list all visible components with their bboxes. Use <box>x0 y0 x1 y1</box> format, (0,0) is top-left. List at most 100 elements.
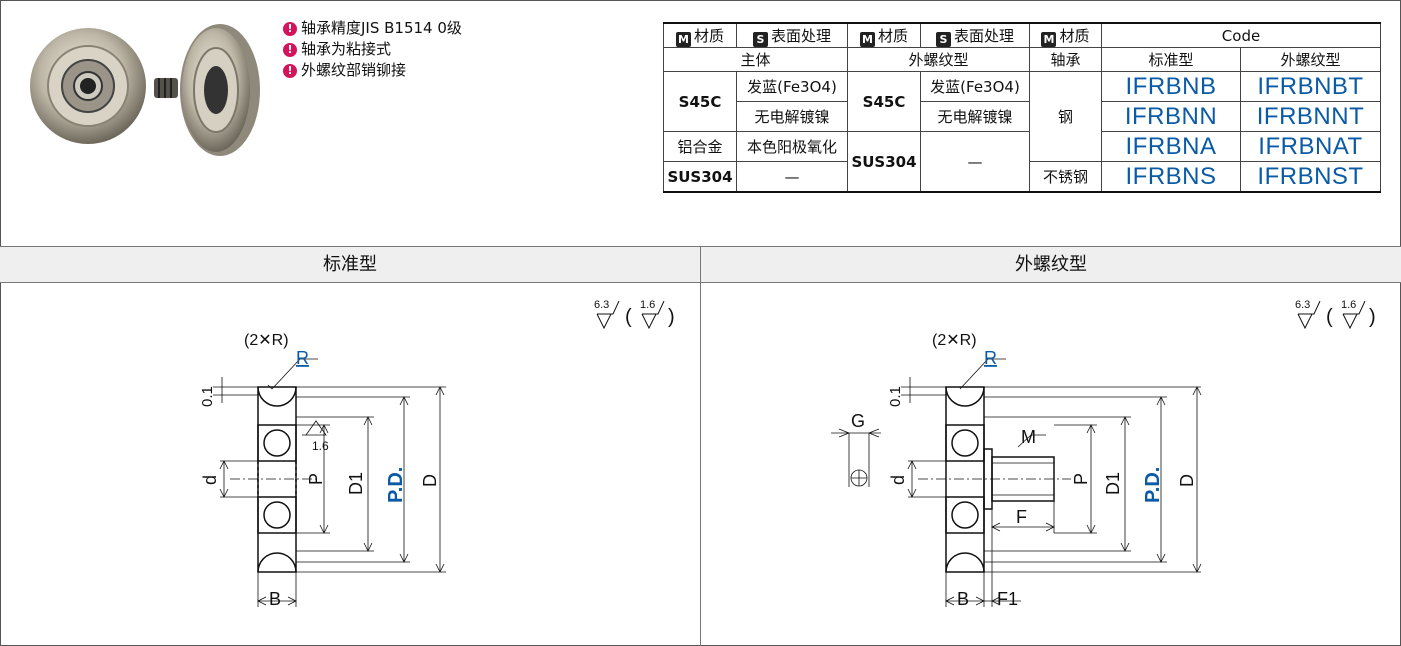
pulley-section <box>945 386 1055 573</box>
table-row: 无电解镀镍 无电解镀镍 IFRBNN IFRBNNT <box>664 101 1381 132</box>
thread-treatment: 发蓝(Fe3O4) <box>920 71 1030 102</box>
f1-label: F1 <box>997 589 1018 609</box>
extension-lines <box>901 386 1201 607</box>
col-code: Code <box>1101 22 1381 48</box>
m-label: M <box>1021 427 1036 447</box>
roughness-label: 1.6 <box>312 439 329 453</box>
p-label: P <box>306 473 326 485</box>
thread-material: S45C <box>847 71 921 132</box>
D-label: D <box>1177 474 1197 487</box>
standard-type-drawing: 6.3 ( 1.6 ) (2✕R) R 1.6 0. <box>199 299 675 609</box>
code-cell[interactable]: IFRBNAT <box>1240 131 1381 162</box>
p-label: P <box>1071 473 1091 485</box>
thread-treatment: 无电解镀镍 <box>920 101 1030 132</box>
d-label: d <box>888 475 908 485</box>
svg-text:6.3: 6.3 <box>1295 299 1310 311</box>
body-material: SUS304 <box>663 161 737 193</box>
body-material: S45C <box>663 71 737 132</box>
feature-list: ! 轴承精度JIS B1514 0级 ! 轴承为粘接式 ! 外螺纹部销铆接 <box>283 18 462 81</box>
section-divider <box>700 246 701 646</box>
r-note-label: (2✕R) <box>244 332 289 349</box>
pulley-side <box>154 24 260 156</box>
feature-item: ! 轴承为粘接式 <box>283 39 462 60</box>
feature-text: 外螺纹部销铆接 <box>301 61 407 79</box>
svg-text:6.3: 6.3 <box>594 299 609 311</box>
m-mark-icon: M <box>675 31 691 47</box>
code-cell[interactable]: IFRBNST <box>1240 161 1381 193</box>
svg-text:1.6: 1.6 <box>1341 299 1356 311</box>
group-thread: 外螺纹型 <box>847 47 1030 72</box>
code-cell[interactable]: IFRBNA <box>1101 131 1241 162</box>
group-bearing: 轴承 <box>1029 47 1102 72</box>
feature-text: 轴承精度JIS B1514 0级 <box>301 19 462 37</box>
alert-icon: ! <box>283 63 297 78</box>
surface-finish-symbol: 6.3 ( 1.6 ) <box>594 299 675 330</box>
bearing-material: 不锈钢 <box>1029 161 1102 193</box>
code-cell[interactable]: IFRBNS <box>1101 161 1241 193</box>
code-standard: 标准型 <box>1101 47 1241 72</box>
code-cell[interactable]: IFRBNBT <box>1240 71 1381 102</box>
pd-label: P.D. <box>385 467 407 503</box>
b-label: B <box>957 589 969 609</box>
table-row: 铝合金 本色阳极氧化 SUS304 — IFRBNA IFRBNAT <box>663 131 1381 193</box>
surface-finish-symbol: 6.3 ( 1.6 ) <box>1295 299 1376 330</box>
alert-icon: ! <box>283 21 297 36</box>
alert-icon: ! <box>283 42 297 57</box>
dimension-lines <box>219 358 445 606</box>
code-cell[interactable]: IFRBNNT <box>1240 101 1381 132</box>
t01-label: 0.1 <box>199 386 216 407</box>
dimension-labels: (2✕R) R G M F 0.1 d P D1 P.D. D B F1 <box>851 332 1197 609</box>
threaded-type-drawing: 6.3 ( 1.6 ) <box>831 299 1376 609</box>
dimension-labels: (2✕R) R 1.6 0.1 d P D1 P.D. D B <box>199 332 440 609</box>
table-row: SUS304 — 不锈钢 IFRBNS IFRBNST <box>663 161 1381 193</box>
code-threaded: 外螺纹型 <box>1240 47 1381 72</box>
s-mark-icon: S <box>752 31 768 47</box>
m-mark-icon: M <box>859 31 875 47</box>
thread-treatment: — <box>920 131 1030 193</box>
svg-text:1.6: 1.6 <box>640 299 655 311</box>
g-label: G <box>851 411 865 431</box>
body-treatment: 本色阳极氧化 <box>736 131 848 162</box>
code-cell[interactable]: IFRBNB <box>1101 71 1241 102</box>
pd-label: P.D. <box>1142 467 1164 503</box>
bearing-material: 钢 <box>1029 71 1102 162</box>
feature-item: ! 轴承精度JIS B1514 0级 <box>283 18 462 39</box>
r-note-label: (2✕R) <box>932 332 977 349</box>
product-photo <box>30 24 260 156</box>
body-treatment: 发蓝(Fe3O4) <box>736 71 848 102</box>
feature-item: ! 外螺纹部销铆接 <box>283 60 462 81</box>
d1-label: D1 <box>346 472 366 495</box>
dimension-lines <box>831 358 1202 606</box>
d-label: d <box>200 475 220 485</box>
table-row: S45C 发蓝(Fe3O4) S45C 发蓝(Fe3O4) 钢 IFRBNB I… <box>663 71 1381 162</box>
f-label: F <box>1016 507 1027 527</box>
svg-text:(: ( <box>625 306 632 328</box>
d1-label: D1 <box>1103 472 1123 495</box>
body-material: 铝合金 <box>663 131 737 162</box>
header-row-2: 主体 外螺纹型 轴承 标准型 外螺纹型 <box>663 47 1381 72</box>
pulley-front <box>30 28 146 144</box>
s-mark-icon: S <box>935 31 951 47</box>
code-cell[interactable]: IFRBNN <box>1101 101 1241 132</box>
pulley-section <box>257 386 297 573</box>
m-mark-icon: M <box>1041 31 1057 47</box>
extension-lines <box>213 386 446 607</box>
thread-material: SUS304 <box>847 131 921 193</box>
section-title-threaded: 外螺纹型 <box>1015 254 1087 275</box>
body-treatment: 无电解镀镍 <box>736 101 848 132</box>
r-label: R <box>984 348 997 368</box>
svg-text:): ) <box>668 306 675 328</box>
svg-text:(: ( <box>1326 306 1333 328</box>
svg-text:): ) <box>1369 306 1376 328</box>
t01-label: 0.1 <box>887 386 904 407</box>
feature-text: 轴承为粘接式 <box>301 40 392 58</box>
r-label: R <box>296 348 309 368</box>
b-label: B <box>269 589 281 609</box>
group-body: 主体 <box>663 47 848 72</box>
